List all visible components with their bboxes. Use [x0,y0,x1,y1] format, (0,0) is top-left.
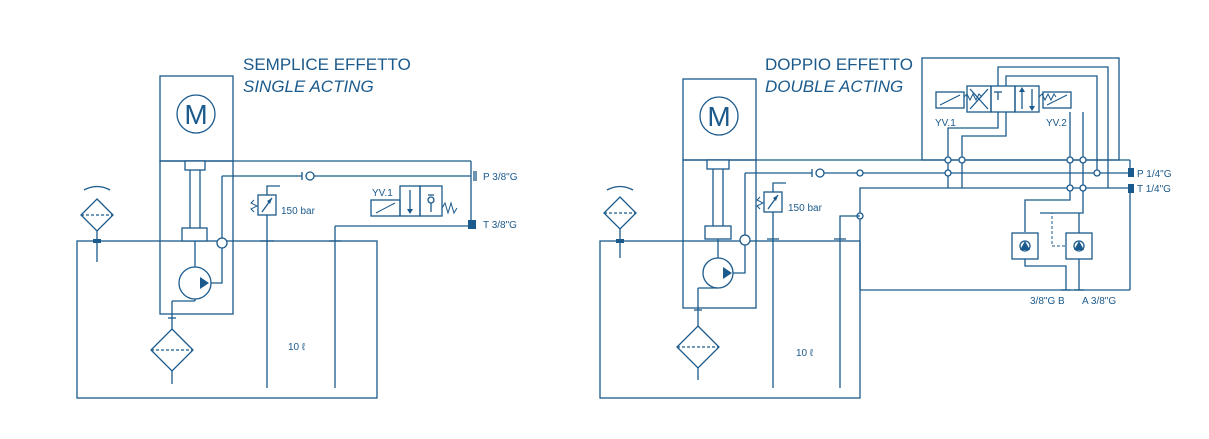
single-shaft-seal [181,227,208,242]
single-motor-symbol: M [184,99,207,130]
single-coupling [184,160,206,171]
double-tank [599,240,861,399]
double-relief-setting: 150 bar [788,203,823,214]
double-port-b: 3/8"G B [1030,296,1065,307]
double-motor-icon [699,96,739,136]
double-motor-symbol: M [707,101,730,132]
double-tank-volume: 10 ℓ [796,348,814,359]
double-valve-right-label: YV.2 [1046,118,1067,129]
single-valve-check-icon [427,196,435,204]
double-check-valve-icon [815,168,825,178]
single-gauge-point-icon [216,237,228,249]
single-valve-arrow-icon [407,209,413,214]
double-subtitle: DOUBLE ACTING [765,77,903,96]
single-subtitle: SINGLE ACTING [243,77,374,96]
single-title: SEMPLICE EFFETTO [243,55,411,74]
single-valve-label: YV.1 [372,188,393,199]
double-valve-spool-center [990,85,1016,113]
single-acting-circuit: SEMPLICE EFFETTO SINGLE ACTING 10 ℓ M [76,55,518,399]
double-port-t: T 1/4"G [1137,184,1171,195]
single-tank [76,240,378,399]
single-relief-setting: 150 bar [281,206,316,217]
double-coupling [706,159,730,170]
single-motor-icon [176,94,216,134]
double-title: DOPPIO EFFETTO [765,55,913,74]
double-gauge-point-icon [739,234,751,246]
single-port-p: P 3/8"G [483,172,518,183]
double-acting-circuit: DOPPIO EFFETTO DOUBLE ACTING 10 ℓ M [599,55,1172,399]
double-valve-left-label: YV.1 [935,118,956,129]
double-solenoid-right-icon [1042,91,1072,109]
single-port-t-icon [468,220,476,229]
double-port-p: P 1/4"G [1137,169,1172,180]
double-spring-right-icon [1038,92,1057,102]
double-port-a: A 3/8"G [1082,296,1116,307]
single-check-valve-icon [305,171,315,181]
double-shaft-seal [704,225,732,240]
single-valve-spring-icon [441,201,458,215]
single-port-t: T 3/8"G [483,220,517,231]
double-port-t-icon [1128,184,1134,193]
single-breather-cap-icon [83,185,111,191]
single-valve-spool-b [419,185,443,217]
double-port-p-icon [1128,168,1134,177]
double-solenoid-left-icon [935,91,965,109]
double-valve-enclosure [921,57,1120,161]
double-valve-spool-parallel [1014,85,1040,113]
single-tank-volume: 10 ℓ [288,342,306,353]
double-breather-cap-icon [606,185,634,191]
